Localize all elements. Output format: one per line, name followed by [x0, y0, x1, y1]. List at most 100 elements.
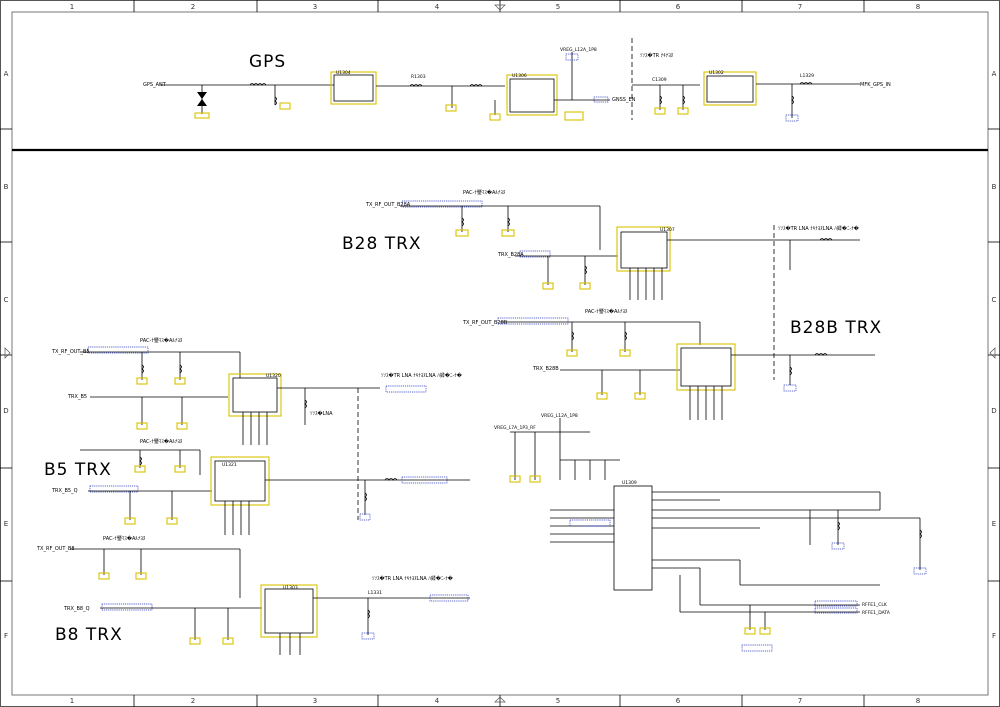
b8-duplexer-outline	[260, 584, 318, 638]
row-e: E	[4, 520, 8, 528]
section-title-b8: B8 TRX	[55, 625, 123, 645]
net-trx-b28a: TRX_B28A	[497, 252, 524, 258]
note-b28-lna: ｿｿｽ�TR LNA ﾅｷﾅﾖﾇLNA ﾊ鍒�ﾆ-ﾅ�	[778, 225, 860, 232]
lna-switch-controller	[613, 485, 653, 591]
row-a: A	[4, 70, 9, 78]
column-labels-top: 1 2 3 4 5 6 7 8	[70, 3, 920, 11]
svg-text:1: 1	[70, 697, 74, 705]
gps-lna-outline	[506, 74, 558, 116]
svg-text:C: C	[992, 296, 997, 304]
svg-text:F: F	[992, 632, 996, 640]
svg-text:U1307: U1307	[660, 227, 675, 233]
col-2: 2	[191, 3, 195, 11]
inductor-gps-in	[249, 83, 267, 86]
b28b-duplexer	[680, 347, 732, 387]
net-trx-b28b: TRX_B28B	[532, 366, 559, 372]
net-trx-b8: TRX_B8_Q	[63, 606, 90, 612]
svg-text:5: 5	[556, 697, 560, 705]
net-gnss-en: GNSS_EN	[612, 97, 636, 103]
svg-text:L1329: L1329	[800, 73, 814, 79]
col-3: 3	[313, 3, 317, 11]
b28-circuit: PAC-ﾅ鑒ﾏｽ�Aﾙﾅﾖﾇ TX_RF_OUT_B28A TRX_B28A U…	[365, 189, 860, 380]
note-gps-tr: ｿｿｽ�TR ﾅｷﾅﾖﾇ	[640, 52, 674, 59]
svg-text:3: 3	[313, 697, 317, 705]
svg-text:U1309: U1309	[622, 480, 637, 486]
svg-text:U1302: U1302	[709, 70, 724, 76]
section-title-b28: B28 TRX	[342, 234, 422, 254]
note-b5-pa-1: PAC-ﾅ鑒ﾏｽ�Aﾙﾅﾖﾇ	[140, 337, 183, 344]
note-b28-pa: PAC-ﾅ鑒ﾏｽ�Aﾙﾅﾖﾇ	[463, 189, 506, 196]
note-b5-pa-2: PAC-ﾅ鑒ﾏｽ�Aﾙﾅﾖﾇ	[140, 438, 183, 445]
net-tx-b8: TX_RF_OUT_B8	[36, 546, 75, 552]
net-tx-b28b: TX_RF_OUT_B28B	[462, 320, 508, 326]
svg-text:E: E	[992, 520, 996, 528]
note-b8-pa: PAC-ﾅ鑒ﾏｽ�Aﾙﾅﾖﾇ	[103, 535, 146, 542]
svg-text:7: 7	[798, 697, 802, 705]
svg-text:R1303: R1303	[411, 74, 426, 80]
gps-circuit: GPS_ANT U1304 R1303 U1306 VREG_L12A_1P8 …	[143, 38, 891, 122]
row-f: F	[4, 632, 8, 640]
svg-text:U1320: U1320	[266, 373, 281, 379]
row-labels-right: A B C D E F	[991, 70, 996, 640]
svg-text:U1303: U1303	[283, 585, 298, 591]
col-8: 8	[916, 3, 920, 11]
net-rffe-data: RFFE1_DATA	[862, 610, 891, 616]
section-title-b5: B5 TRX	[44, 460, 112, 480]
note-b8-lna: ｿｿｽ�TR LNA ﾅｷﾅﾖﾇLNA ﾊ鍒�ﾆ-ﾅ�	[372, 575, 454, 582]
col-7: 7	[798, 3, 802, 11]
note-b5-lna-short: ｿｿｽ�LNA	[310, 410, 333, 417]
b5-upper-circuit: PAC-ﾅ鑒ﾏｽ�Aﾙﾅﾖﾇ TX_RF_OUT_B5 TRX_B5 U1320…	[51, 337, 463, 520]
net-trx-b5-q: TRX_B5_Q	[51, 488, 78, 494]
col-1: 1	[70, 3, 74, 11]
gps-saw-filter-outline	[330, 71, 377, 105]
b28-duplexer-outline	[616, 226, 671, 272]
net-vreg-gps: VREG_L12A_1P8	[560, 47, 597, 53]
col-5: 5	[556, 3, 560, 11]
net-rffe-clk: RFFE1_CLK	[862, 602, 888, 608]
row-c: C	[4, 296, 9, 304]
lna-controller-circuit: VREG_L12A_1P8 VREG_L7A_1P3_RF U1309	[494, 413, 927, 652]
column-labels-bottom: 1 2 3 4 5 6 7 8	[70, 697, 920, 705]
svg-text:L1331: L1331	[368, 590, 382, 596]
svg-text:2: 2	[191, 697, 195, 705]
gps-saw2	[706, 75, 754, 103]
net-tx-b5: TX_RF_OUT_B5	[51, 349, 90, 355]
b28b-circuit: PAC-ﾅ鑒ﾏｽ�Aﾙﾅﾖﾇ TX_RF_OUT_B28B TRX_B28B	[462, 308, 875, 420]
b8-duplexer	[264, 588, 314, 634]
svg-text:U1321: U1321	[222, 462, 237, 468]
b28-duplexer	[620, 231, 668, 269]
row-labels-left: A B C D E F	[3, 70, 8, 640]
note-b28b-pa: PAC-ﾅ鑒ﾏｽ�Aﾙﾅﾖﾇ	[585, 308, 628, 315]
svg-text:B: B	[992, 183, 997, 191]
svg-text:A: A	[992, 70, 997, 78]
col-6: 6	[676, 3, 681, 11]
row-d: D	[3, 407, 8, 415]
b8-circuit: PAC-ﾅ鑒ﾏｽ�Aﾙﾅﾖﾇ TX_RF_OUT_B8 TRX_B8_Q U13…	[36, 535, 470, 655]
b5-duplexer-2-outline	[210, 456, 270, 506]
b5-lower-circuit: PAC-ﾅ鑒ﾏｽ�Aﾙﾅﾖﾇ TRX_B5_Q U1321	[51, 438, 470, 535]
section-title-gps: GPS	[249, 52, 286, 72]
gps-saw-filter	[333, 74, 374, 102]
net-gps-ant: GPS_ANT	[143, 82, 167, 88]
gps-lna-chip	[509, 78, 555, 113]
svg-text:4: 4	[435, 697, 440, 705]
note-b5-lna: ｿｿｽ�TR LNA ﾅｷﾅﾖﾇLNA ﾊ鍒�ﾆ-ﾅ�	[381, 372, 463, 379]
net-trx-b5: TRX_B5	[67, 394, 87, 400]
section-title-b28b: B28B TRX	[790, 318, 882, 338]
gps-saw2-outline	[703, 71, 757, 106]
net-vreg-rf: VREG_L7A_1P3_RF	[494, 425, 536, 431]
b5-duplexer	[232, 377, 278, 413]
net-tx-b28a: TX_RF_OUT_B28A	[365, 202, 411, 208]
svg-text:U1306: U1306	[512, 73, 527, 79]
b5-duplexer-outline	[228, 373, 282, 417]
row-b: B	[4, 183, 9, 191]
col-4: 4	[435, 3, 440, 11]
net-vreg-lna: VREG_L12A_1P8	[541, 413, 578, 419]
net-mfk-gps: MFK_GPS_IN	[860, 82, 891, 88]
b5-duplexer-2	[214, 460, 266, 502]
svg-text:D: D	[991, 407, 996, 415]
svg-text:6: 6	[676, 697, 681, 705]
svg-text:C1309: C1309	[652, 77, 667, 83]
